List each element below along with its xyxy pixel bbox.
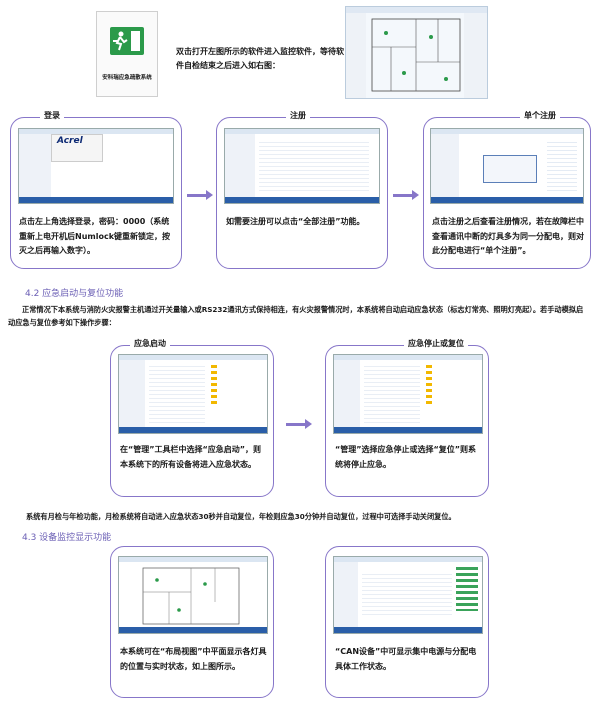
monthly-check-paragraph: 系统有月检与年检功能，月检系统将自动进入应急状态30秒并自动复位，年检则应急30… <box>26 512 456 521</box>
app-label: 安科瑞应急疏散系统 <box>102 75 152 81</box>
card-emergency-stop-text: “管理”选择应急停止或选择“复位”则系统将停止应急。 <box>335 445 477 469</box>
acrel-logo: Acrel <box>57 136 83 146</box>
floorplan-thumbnail <box>142 567 240 625</box>
can-device-screenshot <box>333 556 483 634</box>
card-emergency-start-title: 应急启动 <box>130 339 170 349</box>
card-can-device-text: “CAN设备”中可显示集中电源与分配电具体工作状态。 <box>335 647 477 671</box>
card-register-text: 如需要注册可以点击“全部注册”功能。 <box>226 217 365 226</box>
register-screenshot <box>224 128 380 204</box>
layout-screenshot <box>345 6 488 99</box>
emergency-stop-screenshot <box>333 354 483 434</box>
card-layout-view-text: 本系统可在“布局视图”中平面显示各灯具的位置与实时状态，如上图所示。 <box>120 647 267 671</box>
card-emergency-stop-title: 应急停止或复位 <box>404 339 468 349</box>
login-screenshot: Acrel <box>18 128 174 204</box>
arrow-right-icon <box>187 190 213 200</box>
card-register-title: 注册 <box>286 111 310 121</box>
section-4-2-heading: 4.2 应急启动与复位功能 <box>25 289 124 299</box>
section-4-3-heading: 4.3 设备监控显示功能 <box>22 533 112 543</box>
arrow-right-icon <box>286 419 312 429</box>
intro-text: 双击打开左图所示的软件进入监控软件，等待软件自检结束之后进入如右图： <box>176 47 344 70</box>
section-4-2-paragraph: 正常情况下本系统与消防火灾报警主机通过开关量输入或RS232通讯方式保持相连，有… <box>8 305 584 327</box>
card-login-title: 登录 <box>40 111 64 121</box>
emergency-start-screenshot <box>118 354 268 434</box>
card-emergency-start-text: 在“管理”工具栏中选择“应急启动”，则本系统下的所有设备将进入应急状态。 <box>120 445 262 469</box>
card-login-text: 点击左上角选择登录，密码：0000（系统重新上电开机后Numlock键重新锁定，… <box>19 217 171 255</box>
card-single-register-text: 点击注册之后查看注册情况，若在故障栏中查看通讯中断的灯具多为同一分配电，则对此分… <box>432 217 584 255</box>
card-single-register-title: 单个注册 <box>520 111 560 121</box>
exit-sign-icon <box>110 27 144 55</box>
layout-view-screenshot <box>118 556 268 634</box>
floorplan-thumbnail <box>346 7 487 98</box>
app-icon-box[interactable]: 安科瑞应急疏散系统 <box>96 11 158 97</box>
arrow-right-icon <box>393 190 419 200</box>
single-register-screenshot <box>430 128 584 204</box>
